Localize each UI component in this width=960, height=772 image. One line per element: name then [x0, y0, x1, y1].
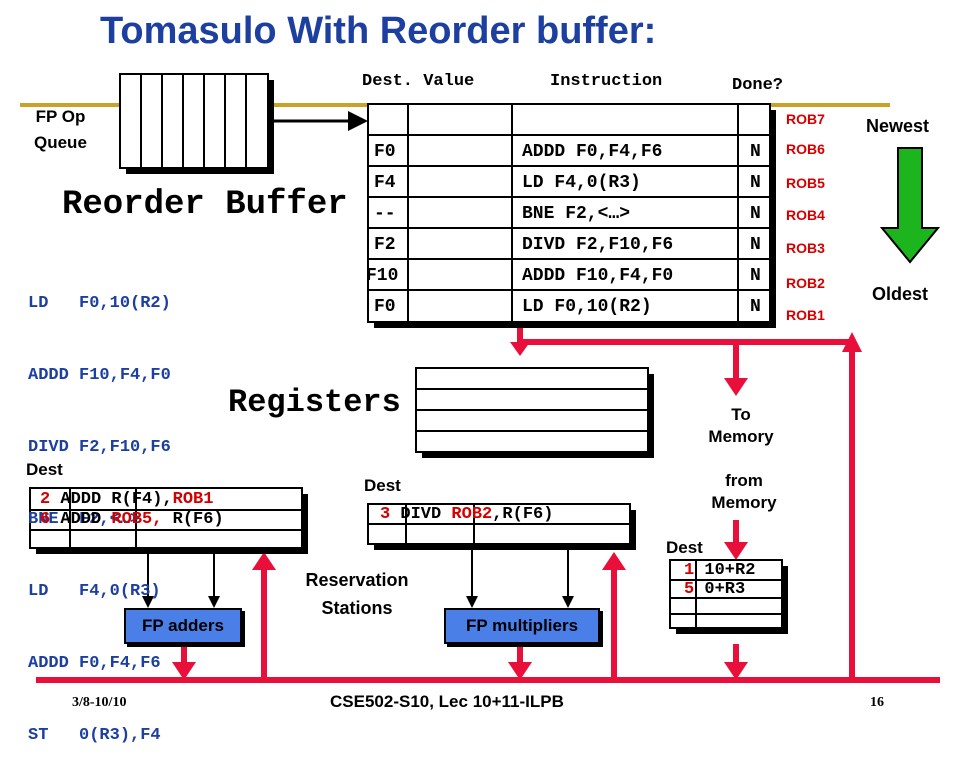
- result-bus: [36, 328, 940, 683]
- adders-out-arrowhead: [172, 662, 196, 680]
- rob3-dest: F2: [374, 235, 396, 255]
- adders-rs-table: [29, 487, 308, 554]
- to-memory-arrowhead: [724, 378, 748, 396]
- memory-dest-label: Dest: [666, 538, 703, 557]
- rob3-instr: DIVD F2,F10,F6: [522, 235, 674, 255]
- fp-multipliers-unit: FP multipliers: [444, 608, 600, 644]
- footer-page-number: 16: [870, 695, 884, 710]
- rob4-instr: BNE F2,<…>: [522, 204, 631, 224]
- footer-course: CSE502-S10, Lec 10+11-ILPB: [330, 692, 564, 711]
- queue-arrow-head: [348, 111, 368, 131]
- footer-date: 3/8-10/10: [72, 695, 127, 710]
- code-listing: LD F0,10(R2) ADDD F10,F4,F0 DIVD F2,F10,…: [28, 244, 171, 772]
- code-line: ADDD F10,F4,F0: [28, 366, 171, 385]
- from-memory-arrowhead: [724, 542, 748, 560]
- newest-to-oldest-arrow: [879, 147, 941, 264]
- rob-to-registers-arrowhead: [510, 342, 530, 356]
- rob5-done: N: [750, 173, 761, 193]
- slide-title: Tomasulo With Reorder buffer:: [100, 10, 657, 52]
- fp-op-queue-label: FP Op Queue: [34, 107, 87, 152]
- rob2-dest: F10: [366, 266, 399, 286]
- adders-rs-row-2: 6 ADDD ROB5, R(F6): [40, 510, 224, 529]
- adders-dest-label: Dest: [26, 460, 63, 479]
- oldest-label: Oldest: [872, 284, 929, 304]
- reorder-buffer-label: Reorder Buffer: [62, 186, 348, 224]
- rob2-done: N: [750, 266, 761, 286]
- rob3-done: N: [750, 235, 761, 255]
- rob5-dest: F4: [374, 173, 396, 193]
- code-line: DIVD F2,F10,F6: [28, 438, 171, 457]
- code-line: LD F4,0(R3): [28, 582, 161, 601]
- rob6-dest: F0: [374, 142, 396, 162]
- rob1-dest: F0: [374, 297, 396, 317]
- rob6-done: N: [750, 142, 761, 162]
- mult-rs-table: [367, 503, 636, 550]
- mult-out-arrowhead: [508, 662, 532, 680]
- rob2-label: ROB2: [786, 275, 825, 291]
- mem-out-arrowhead: [724, 662, 748, 680]
- adders-rs-row-1: 2 ADDD R(F4),ROB1: [40, 490, 214, 509]
- rob3-label: ROB3: [786, 240, 825, 256]
- fp-adders-unit: FP adders: [124, 608, 242, 644]
- adders-rs-arrowhead: [252, 552, 276, 570]
- rob4-done: N: [750, 204, 761, 224]
- rob-table: [367, 103, 776, 328]
- memory-row-2: 5 0+R3: [684, 580, 746, 599]
- rob1-done: N: [750, 297, 761, 317]
- fp-op-queue: [119, 73, 274, 174]
- code-line: ST 0(R3),F4: [28, 726, 161, 745]
- code-line: ADDD F0,F4,F6: [28, 654, 161, 673]
- col-header-instruction: Instruction: [550, 72, 663, 91]
- rob2-instr: ADDD F10,F4,F0: [522, 266, 674, 286]
- registers-box: [415, 367, 654, 458]
- mult-dest-label: Dest: [364, 476, 401, 495]
- newest-label: Newest: [866, 116, 930, 136]
- rob6-instr: ADDD F0,F4,F6: [522, 142, 663, 162]
- code-line: LD F0,10(R2): [28, 294, 171, 313]
- rob4-dest: --: [374, 204, 396, 224]
- rob1-instr: LD F0,10(R2): [522, 297, 652, 317]
- rob1-label: ROB1: [786, 307, 825, 323]
- rob7-label: ROB7: [786, 111, 825, 127]
- diagram-graphics: [20, 73, 941, 683]
- rob4-label: ROB4: [786, 207, 825, 223]
- memory-table: [669, 559, 788, 634]
- rob6-label: ROB6: [786, 141, 825, 157]
- memory-row-1: 1 10+R2: [684, 561, 756, 580]
- rob5-instr: LD F4,0(R3): [522, 173, 641, 193]
- registers-label: Registers: [228, 384, 401, 421]
- rob-arrowhead: [842, 332, 862, 352]
- mult-rs-arrowhead: [602, 552, 626, 570]
- code-line: BNE F2,<…>: [28, 510, 141, 529]
- col-header-dest-value: Dest. Value: [362, 72, 475, 91]
- rob5-label: ROB5: [786, 175, 825, 191]
- mult-rs-row-1: 3 DIVD ROB2,R(F6): [380, 505, 554, 524]
- col-header-done: Done?: [732, 76, 784, 95]
